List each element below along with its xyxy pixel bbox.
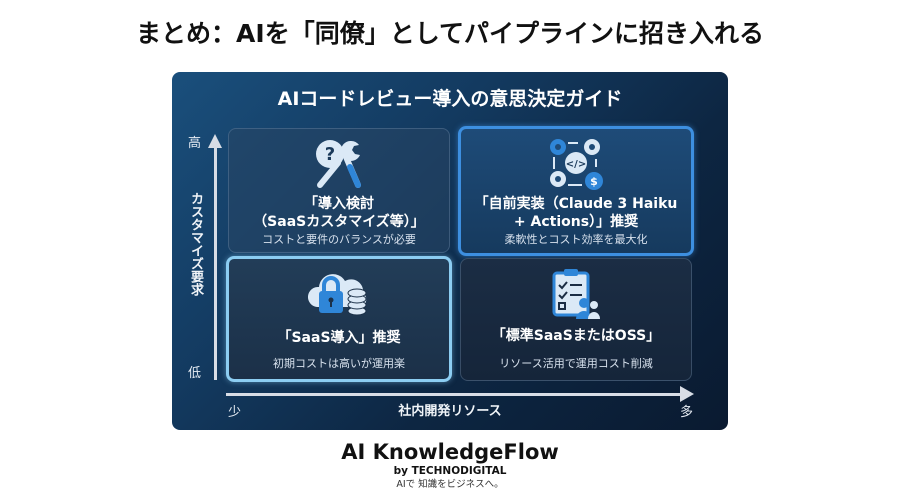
quadrant-title-line2: + Actions）」推奨 [513,214,639,230]
svg-text:$: $ [590,175,598,188]
quadrant-top-right: </> $ 「自前実装（Claude 3 Haiku + Actions）」推奨… [458,126,694,256]
quadrant-title: 「SaaS導入」推奨 [277,330,401,346]
x-axis-low-label: 少 [228,405,242,420]
y-axis-line [214,144,217,380]
quadrant-top-left: ? 「導入検討 （SaaSカスタマイズ等）」 コストと要件のバランスが必要 [228,128,450,253]
y-axis-arrow-icon [208,134,222,148]
quadrant-subtitle: リソース活用で運用コスト削減 [499,357,653,370]
svg-text:?: ? [325,144,335,165]
question-wrench-icon: ? [316,140,361,188]
quadrant-bottom-right: 「標準SaaSまたはOSS」 リソース活用で運用コスト削減 [460,258,692,381]
y-axis-low-label: 低 [188,366,202,381]
x-axis-arrow-icon [680,386,694,402]
quadrant-subtitle: コストと要件のバランスが必要 [262,233,416,246]
clipboard-team-icon [552,269,600,319]
svg-text:</>: </> [566,159,586,170]
brand-footer: AI KnowledgeFlow by TECHNODIGITAL AIで 知識… [0,440,900,491]
x-axis-line [226,393,682,396]
cloud-lock-database-icon [307,274,367,316]
quadrant-title: 「標準SaaSまたはOSS」 [491,328,661,344]
x-axis-high-label: 多 [680,405,694,420]
quadrant-bottom-left: 「SaaS導入」推奨 初期コストは高いが運用楽 [226,256,452,382]
decision-guide-panel: AIコードレビュー導入の意思決定ガイド 高 カスタマイズ要求 低 ? 「導入検討… [172,72,728,430]
x-axis-label: 社内開発リソース [398,404,502,419]
code-gears-dollar-icon: </> $ [550,139,603,190]
brand-name: AI KnowledgeFlow [341,440,559,464]
quadrant-title-line1: 「導入検討 [304,196,374,212]
quadrant-subtitle: 初期コストは高いが運用楽 [273,357,405,370]
quadrant-title-line2: （SaaSカスタマイズ等）」 [253,214,425,230]
brand-by: by TECHNODIGITAL [393,465,507,477]
quadrant-subtitle: 柔軟性とコスト効率を最大化 [504,233,648,246]
quadrant-title-line1: 「自前実装（Claude 3 Haiku [474,196,678,212]
brand-tagline: AIで 知識をビジネスへ。 [396,479,504,490]
y-axis-high-label: 高 [188,136,202,151]
y-axis-label: カスタマイズ要求 [188,192,203,296]
panel-title: AIコードレビュー導入の意思決定ガイド [277,88,623,110]
slide-title: まとめ：AIを「同僚」としてパイプラインに招き入れる [136,19,764,48]
